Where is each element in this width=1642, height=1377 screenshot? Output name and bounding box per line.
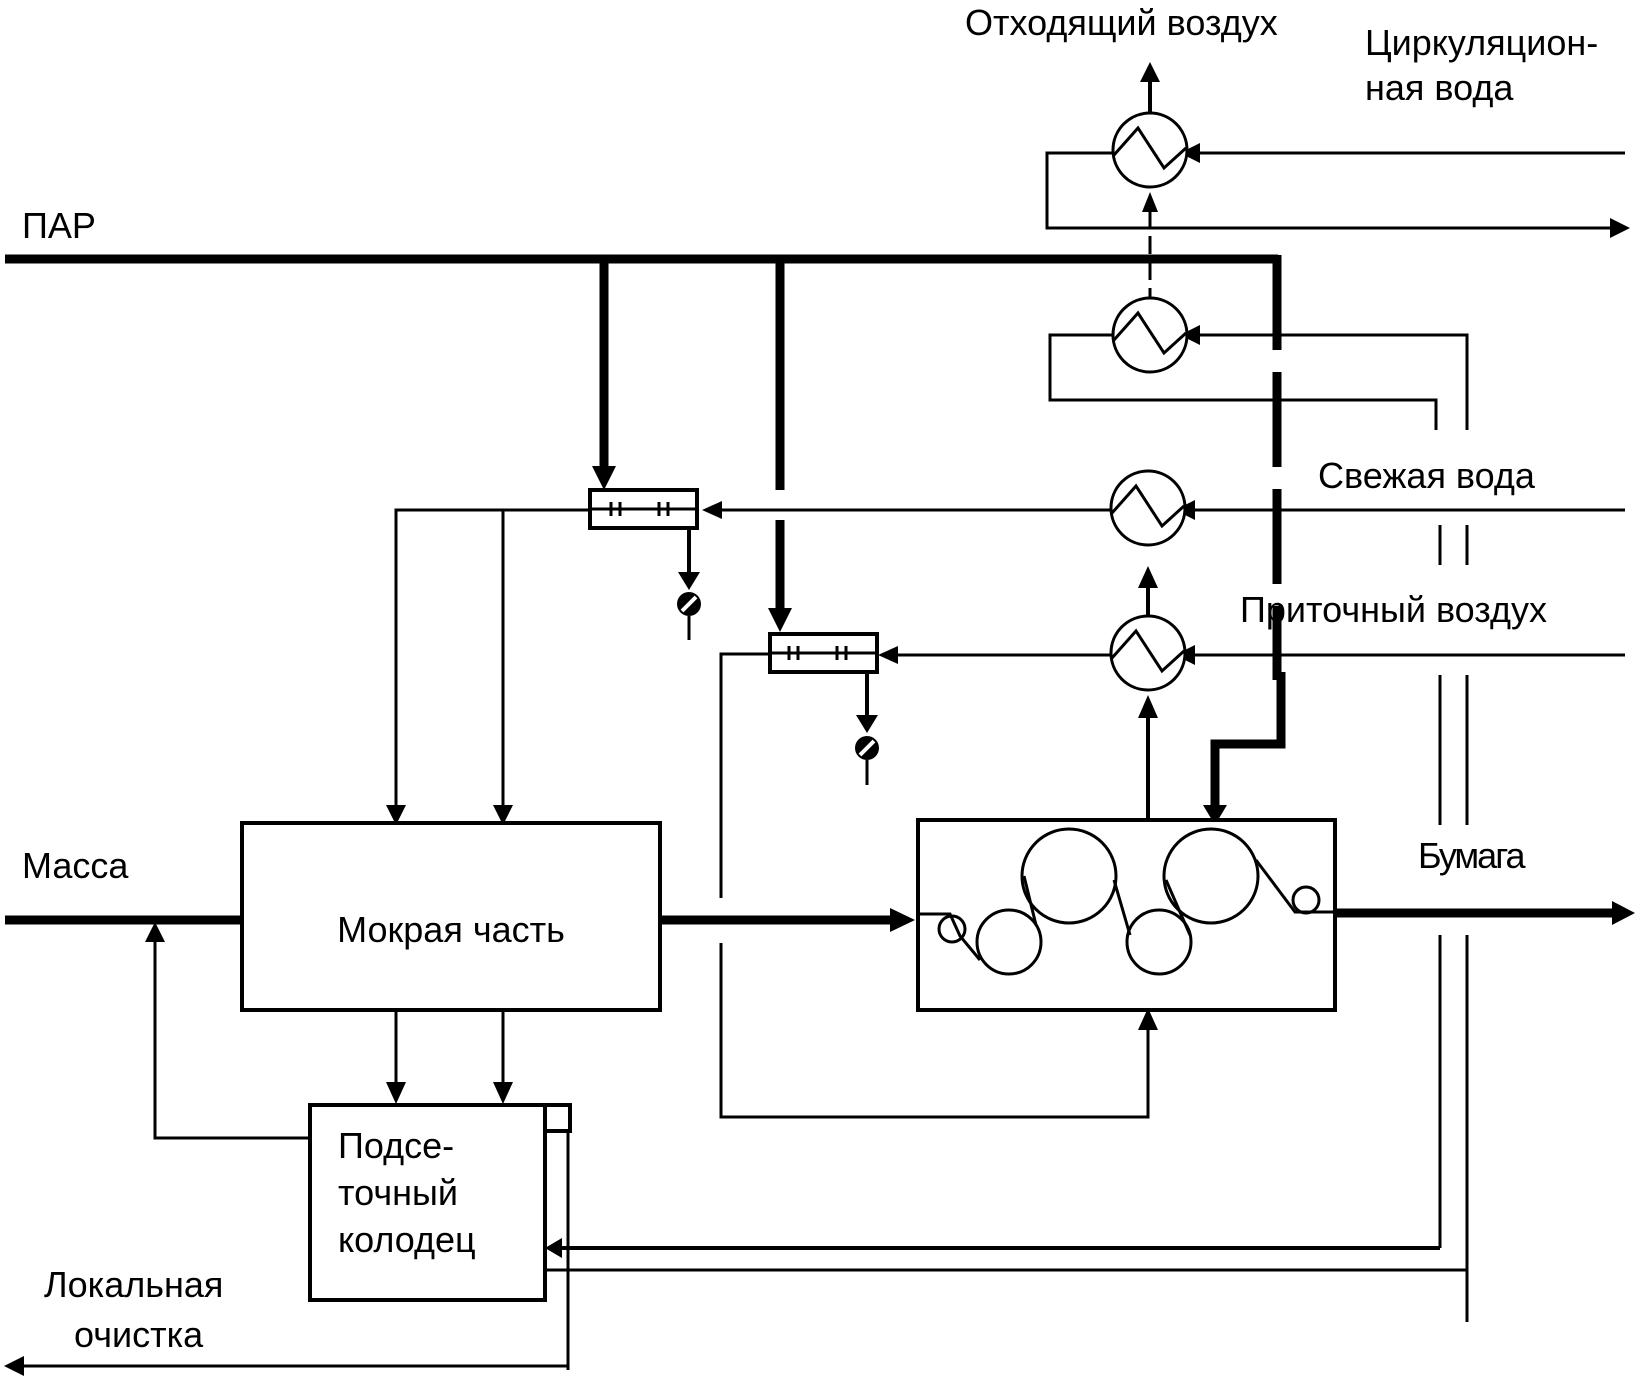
- paper-label: Бумага: [1418, 835, 1527, 876]
- paper-out-arrow: [1612, 901, 1635, 925]
- hx-supply-air: [878, 566, 1625, 1322]
- circulation-water-label-line2: ная вода: [1365, 67, 1514, 108]
- circulation-water-label-line1: Циркуляцион-: [1365, 22, 1598, 63]
- local-treatment-label-line2: очистка: [74, 1314, 204, 1355]
- hx-fresh-water: [702, 469, 1625, 565]
- wire-pit-block: Подсе- точный колодец: [308, 1103, 572, 1302]
- hx-circulation: [1048, 290, 1469, 430]
- supply-air-label: Приточный воздух: [1240, 589, 1547, 630]
- condensate-trap-2-icon: [855, 736, 879, 760]
- steam-heater-2: [719, 632, 1158, 1119]
- local-treatment-label-line1: Локальная: [44, 1264, 223, 1305]
- wire-pit-label-line2: точный: [338, 1172, 458, 1213]
- fresh-water-label: Свежая вода: [1318, 455, 1536, 496]
- wire-pit-recirculation-line: [153, 940, 310, 1140]
- local-treatment-arrow: [4, 1356, 24, 1376]
- hx-exhaust: [1045, 62, 1630, 290]
- steam-to-dryer-arrow: [1203, 805, 1227, 825]
- wire-pit-label-line1: Подсе-: [338, 1125, 454, 1166]
- circulation-water-out-arrow: [1610, 218, 1630, 238]
- steam-heater-1: [386, 488, 701, 825]
- exhaust-air-arrow: [1140, 62, 1160, 82]
- condensate-trap-1-icon: [677, 592, 701, 616]
- steam-main-line: [5, 254, 1286, 825]
- steam-label: ПАР: [22, 205, 96, 246]
- wet-end-label: Мокрая часть: [337, 909, 565, 950]
- pulp-label: Масса: [22, 845, 129, 886]
- dryer-section-block: [916, 818, 1337, 1012]
- wet-end-block: Мокрая часть: [240, 821, 662, 1012]
- wire-pit-label-line3: колодец: [338, 1219, 476, 1260]
- exhaust-air-label: Отходящий воздух: [965, 2, 1278, 43]
